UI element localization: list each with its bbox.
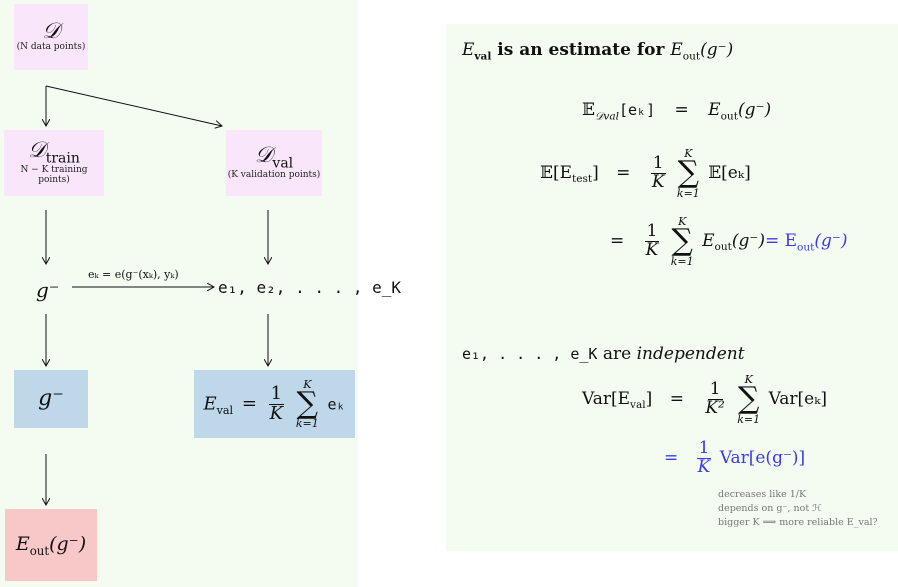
edge-label: eₖ = e(g⁻(xₖ), yₖ)	[88, 268, 179, 281]
e-out-box: Eout(g⁻)	[5, 509, 97, 581]
g-minus-box-label: g⁻	[38, 386, 64, 411]
eq1: 𝔼𝒟val[eₖ] = Eout(g⁻)	[582, 100, 772, 123]
train-symbol: 𝒟train	[28, 138, 80, 167]
g-minus-label: g⁻	[36, 278, 60, 302]
variance-notes: decreases like 1/K depends on g⁻, not ℋ …	[718, 488, 878, 529]
val-note: (K validation points)	[227, 169, 321, 180]
g-minus-box: g⁻	[14, 370, 88, 428]
note-line-1: decreases like 1/K	[718, 489, 807, 500]
val-node: 𝒟val (K validation points)	[226, 130, 322, 196]
right-text-panel	[446, 24, 898, 551]
dataset-node: 𝒟 (N data points)	[14, 4, 88, 70]
errors-list: e₁, e₂, . . . , e_K	[218, 278, 402, 297]
arrow-dataset-val	[45, 85, 222, 126]
left-diagram-panel	[0, 0, 358, 587]
independence-line: e₁, . . . , e_K are independent	[462, 344, 745, 364]
note-line-2: depends on g⁻, not ℋ	[718, 502, 822, 514]
right-heading: Eval is an estimate for Eout(g⁻)	[462, 40, 734, 63]
e-out-label: Eout(g⁻)	[15, 532, 87, 558]
train-note: N − K training points)	[20, 164, 88, 185]
dataset-note: (N data points)	[16, 42, 86, 53]
note-line-3: bigger K ⟹ more reliable E_val?	[718, 516, 878, 528]
train-node: 𝒟train N − K training points)	[4, 130, 104, 196]
val-symbol: 𝒟val	[254, 143, 294, 172]
dataset-symbol: 𝒟	[42, 19, 60, 45]
